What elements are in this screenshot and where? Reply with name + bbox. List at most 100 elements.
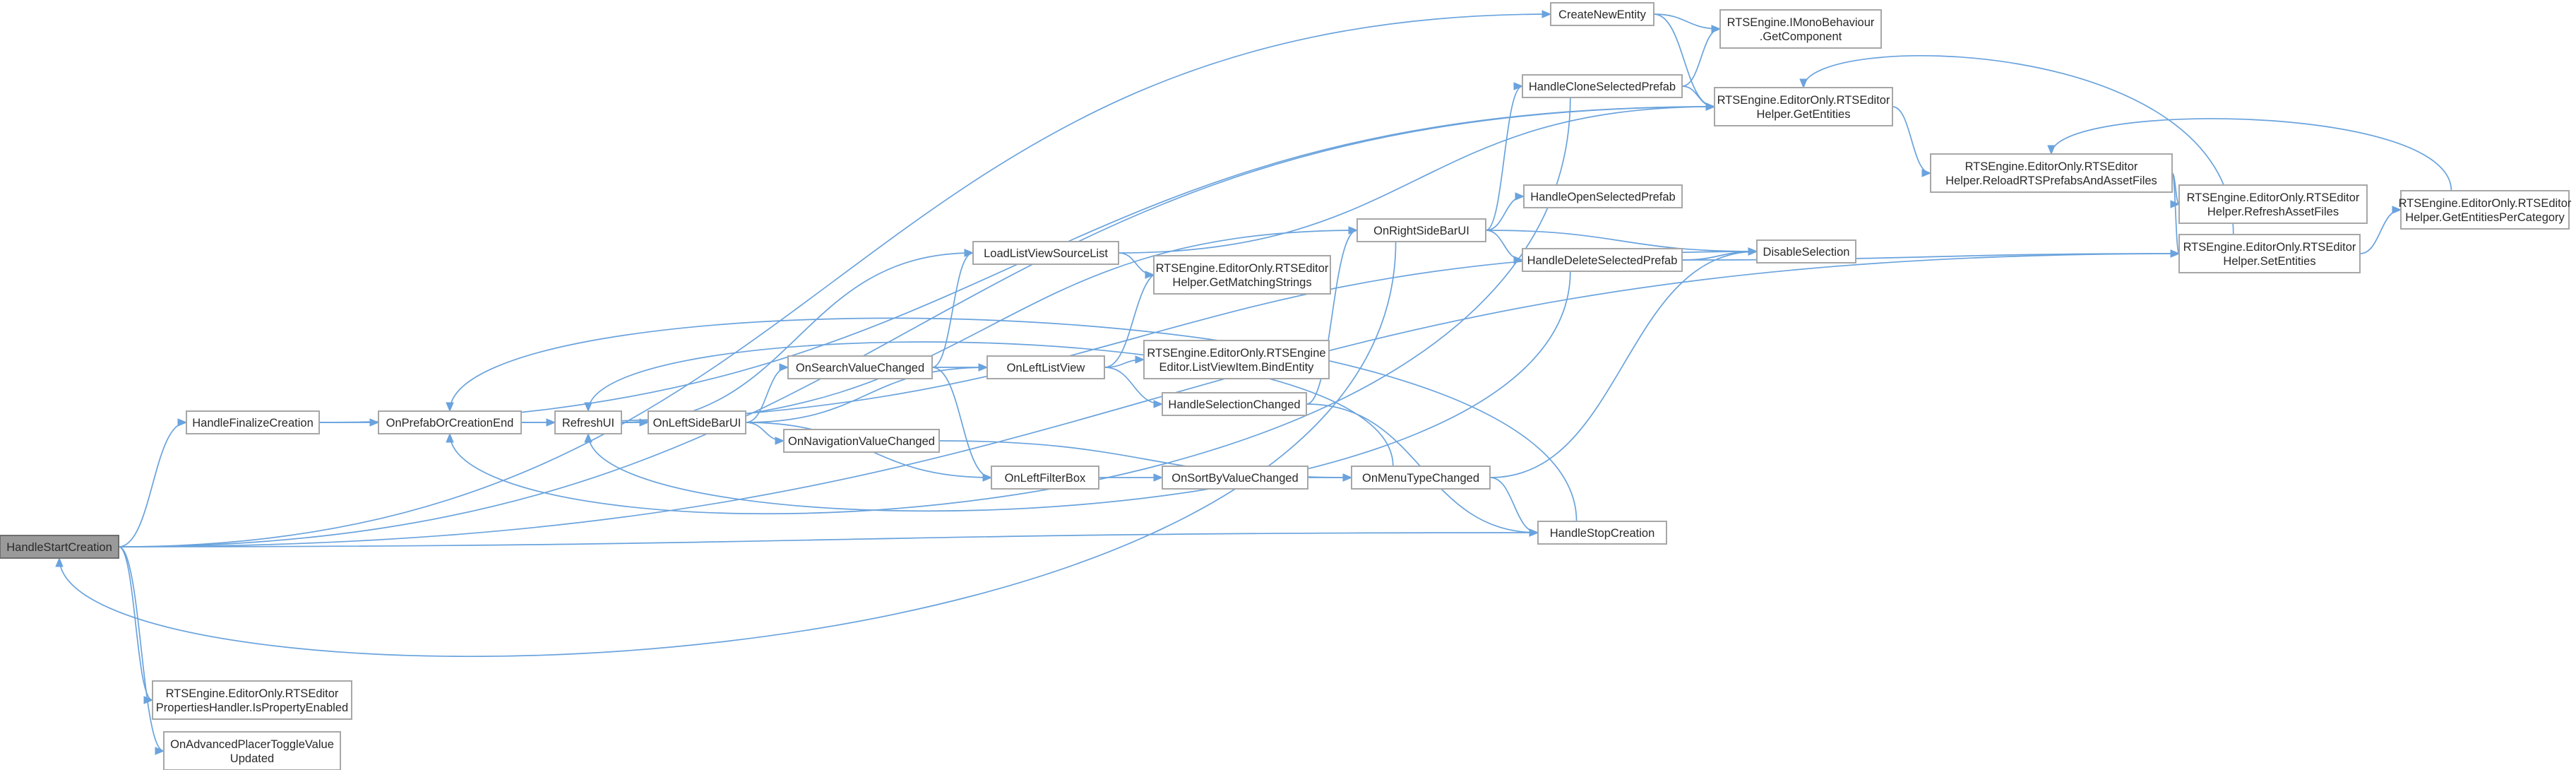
edge-hsc-to-se — [118, 249, 2181, 547]
edge-osvc-to-olfb — [931, 367, 993, 482]
node-hdsp[interactable]: HandleDeleteSelectedPrefab — [1522, 248, 1683, 272]
edge-hsc-to-oaptv — [118, 546, 165, 755]
node-hseld[interactable]: HandleSelectionChanged — [1162, 392, 1307, 416]
node-box — [378, 410, 522, 434]
node-box — [0, 535, 119, 559]
node-label: HandleStartCreation — [6, 541, 112, 554]
node-label: DisableSelection — [1763, 246, 1850, 259]
edge-hsc-to-ipe — [118, 546, 154, 704]
node-raf[interactable]: RTSEngine.EditorOnly.RTSEditorHelper.Ref… — [2178, 184, 2368, 224]
node-cne[interactable]: CreateNewEntity — [1550, 2, 1654, 26]
node-label: Helper.GetMatchingStrings — [1172, 276, 1311, 289]
node-label: Helper.SetEntities — [2223, 255, 2315, 268]
node-llvs[interactable]: LoadListViewSourceList — [972, 241, 1119, 265]
edge-rrts-to-se — [2170, 172, 2181, 258]
node-box — [1153, 255, 1331, 295]
edge-orsb-to-hsc — [55, 241, 1397, 657]
node-box — [972, 241, 1119, 265]
edge-hsc-to-cne — [118, 10, 1552, 547]
edge-hstop-to-ope — [446, 317, 1578, 522]
node-box — [1143, 340, 1330, 379]
node-ipe[interactable]: RTSEngine.EditorOnly.RTSEditorProperties… — [152, 680, 352, 720]
node-omtc[interactable]: OnMenuTypeChanged — [1351, 466, 1491, 490]
node-rrts[interactable]: RTSEngine.EditorOnly.RTSEditorHelper.Rel… — [1930, 153, 2173, 193]
node-label: HandleOpenSelectedPrefab — [1530, 191, 1675, 203]
node-box — [1522, 248, 1683, 272]
edge-olv-to-lvbe — [1104, 355, 1145, 368]
node-label: Editor.ListViewItem.BindEntity — [1159, 361, 1315, 374]
node-label: OnMenuTypeChanged — [1362, 472, 1479, 485]
node-gms[interactable]: RTSEngine.EditorOnly.RTSEditorHelper.Get… — [1153, 255, 1331, 295]
node-rui[interactable]: RefreshUI — [554, 410, 622, 434]
node-label: OnLeftListView — [1007, 362, 1085, 374]
node-label: HandleFinalizeCreation — [192, 417, 314, 430]
node-label: OnNavigationValueChanged — [788, 435, 935, 448]
node-label: OnLeftSideBarUI — [653, 417, 741, 430]
edge-hdsp-to-rui — [584, 271, 1571, 512]
edge-hseld-to-orsb — [1306, 226, 1359, 405]
edge-ge-to-rrts — [1892, 106, 1932, 177]
edge-se-to-ge — [1799, 54, 2234, 235]
node-orsb[interactable]: OnRightSideBarUI — [1356, 218, 1486, 242]
node-olfb[interactable]: OnLeftFilterBox — [991, 466, 1099, 490]
node-box — [1930, 153, 2173, 193]
node-label: HandleStopCreation — [1550, 527, 1655, 540]
node-label: OnLeftFilterBox — [1005, 472, 1086, 485]
node-olsb[interactable]: OnLeftSideBarUI — [648, 410, 746, 434]
edge-omtc-to-hstop — [1489, 477, 1539, 537]
node-box — [152, 680, 352, 720]
node-ds[interactable]: DisableSelection — [1756, 239, 1856, 263]
node-osbvc[interactable]: OnSortByValueChanged — [1162, 466, 1308, 490]
node-gepc[interactable]: RTSEngine.EditorOnly.RTSEditorHelper.Get… — [2399, 190, 2572, 230]
edge-olsb-to-onvc — [745, 422, 785, 445]
node-box — [2400, 190, 2570, 230]
node-lvbe[interactable]: RTSEngine.EditorOnly.RTSEngineEditor.Lis… — [1143, 340, 1330, 379]
node-gc[interactable]: RTSEngine.IMonoBehaviour.GetComponent — [1719, 9, 1882, 49]
edges — [55, 10, 2452, 755]
node-box — [991, 466, 1099, 490]
node-label: LoadListViewSourceList — [984, 247, 1108, 260]
node-label: OnRightSideBarUI — [1373, 225, 1469, 237]
node-box — [2178, 184, 2368, 224]
node-hsc[interactable]: HandleStartCreation — [0, 535, 119, 559]
node-osvc[interactable]: OnSearchValueChanged — [787, 355, 933, 379]
edge-olsb-to-osvc — [745, 363, 789, 423]
node-label: OnAdvancedPlacerToggleValue — [170, 738, 334, 751]
edge-se-to-gepc — [2359, 206, 2402, 254]
edge-gepc-to-rrts — [2047, 118, 2452, 191]
edge-orsb-to-hcsp — [1485, 82, 1524, 231]
node-ge[interactable]: RTSEngine.EditorOnly.RTSEditorHelper.Get… — [1714, 87, 1893, 126]
node-label: OnSearchValueChanged — [796, 362, 924, 374]
node-label: .GetComponent — [1760, 30, 1842, 43]
node-hosp[interactable]: HandleOpenSelectedPrefab — [1523, 184, 1683, 208]
node-box — [1351, 466, 1491, 490]
node-label: Helper.GetEntities — [1757, 108, 1851, 121]
node-se[interactable]: RTSEngine.EditorOnly.RTSEditorHelper.Set… — [2178, 234, 2361, 273]
node-box — [986, 355, 1105, 379]
node-label: RefreshUI — [562, 417, 614, 430]
node-box — [787, 355, 933, 379]
node-label: RTSEngine.EditorOnly.RTSEditor — [2187, 191, 2360, 204]
node-olv[interactable]: OnLeftListView — [986, 355, 1105, 379]
node-onvc[interactable]: OnNavigationValueChanged — [783, 429, 940, 453]
node-label: RTSEngine.EditorOnly.RTSEditor — [2399, 197, 2572, 210]
edge-ope-to-ds — [520, 247, 1758, 423]
node-box — [1714, 87, 1893, 126]
node-ope[interactable]: OnPrefabOrCreationEnd — [378, 410, 522, 434]
edge-orsb-to-hdsp — [1485, 230, 1524, 264]
node-label: RTSEngine.EditorOnly.RTSEditor — [1717, 94, 1890, 107]
node-hcsp[interactable]: HandleCloneSelectedPrefab — [1522, 74, 1683, 98]
node-label: RTSEngine.EditorOnly.RTSEditor — [1156, 262, 1329, 275]
node-hstop[interactable]: HandleStopCreation — [1537, 521, 1667, 545]
edge-rui-to-llvs — [621, 249, 974, 423]
node-hfc[interactable]: HandleFinalizeCreation — [186, 410, 320, 434]
node-label: PropertiesHandler.IsPropertyEnabled — [156, 701, 348, 714]
node-box — [163, 731, 341, 770]
edge-hcsp-to-ope — [446, 97, 1571, 515]
node-box — [783, 429, 940, 453]
node-box — [1550, 2, 1654, 26]
node-box — [648, 410, 746, 434]
node-label: Updated — [230, 752, 274, 765]
